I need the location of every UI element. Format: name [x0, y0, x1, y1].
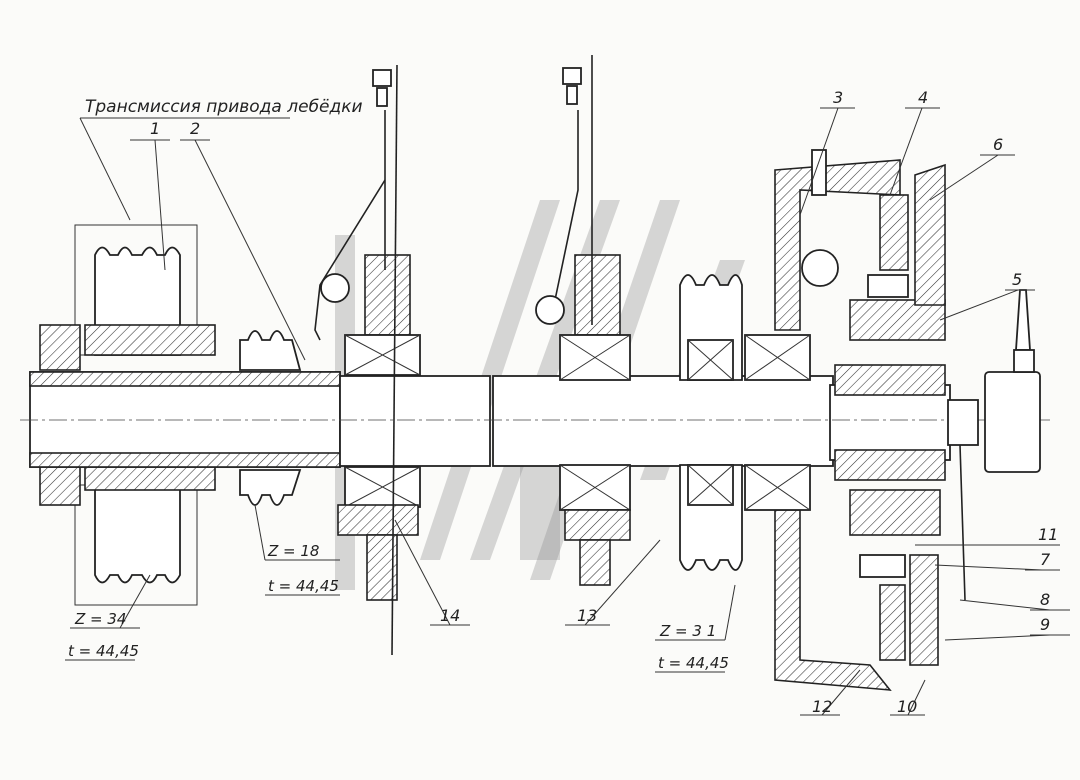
- housing-13-base: [564, 509, 631, 541]
- sprocket-z18-teeth: Z = 18: [267, 542, 319, 560]
- release-rod: [959, 444, 966, 601]
- shaft-left-section: [29, 371, 341, 468]
- grease-fitting-base: [1013, 349, 1035, 373]
- sprocket-z18-pitch: t = 44,45: [268, 577, 339, 595]
- sprocket-z34-pitch: t = 44,45: [68, 642, 139, 660]
- spring-pack-top: [867, 274, 909, 298]
- disc-10: [909, 554, 939, 666]
- callout-2: 2: [190, 119, 200, 138]
- adjust-screw-center: [566, 85, 578, 105]
- drawing-title: Трансмиссия привода лебёдки: [85, 97, 363, 117]
- callout-6: 6: [993, 135, 1003, 154]
- end-cap: [947, 399, 979, 446]
- callout-10: 10: [897, 697, 917, 716]
- clutch-casing-top: [774, 159, 901, 331]
- shaft-sleeve-bottom: [29, 452, 341, 468]
- adjust-nut-center: [562, 67, 582, 85]
- pressure-plate-bottom: [849, 489, 941, 536]
- bearing-housing-13: [535, 55, 631, 586]
- hub-top: [834, 364, 946, 396]
- callout-8: 8: [1040, 590, 1050, 609]
- sprocket-hub-top: [84, 324, 216, 356]
- pressure-plate-5: [849, 299, 946, 341]
- main-shaft: [20, 371, 1050, 468]
- sprocket-z18-top: [239, 330, 302, 371]
- callout-9: 9: [1040, 615, 1050, 634]
- shaft-middle-left: [339, 375, 491, 467]
- clutch-casing-bottom: [774, 509, 892, 691]
- spring-left: [320, 273, 350, 303]
- clutch-spring-3: [801, 249, 839, 287]
- sprocket-z31-pitch: t = 44,45: [658, 654, 729, 672]
- housing-14-top: [364, 254, 411, 336]
- lever-center: [554, 110, 579, 301]
- end-coupling: [984, 371, 1041, 473]
- callout-12: 12: [812, 697, 832, 716]
- housing-13-top: [574, 254, 621, 336]
- hub-bottom: [834, 449, 946, 481]
- clutch-assembly: [744, 149, 1041, 691]
- shaft-sleeve-top: [29, 371, 341, 387]
- grease-fitting: [1015, 289, 1031, 351]
- lever-left: [314, 179, 386, 341]
- callout-1: 1: [150, 119, 160, 138]
- clutch-screw-3: [811, 149, 827, 196]
- bearing-housing-14: [314, 64, 421, 656]
- callout-3: 3: [833, 88, 843, 107]
- sprocket-teeth-bottom: [94, 484, 181, 584]
- callout-14: 14: [440, 606, 460, 625]
- sprocket-z31-teeth: Z = 3 1: [659, 622, 716, 640]
- sprocket-z34-teeth: Z = 34: [74, 610, 126, 628]
- friction-disc-12: [879, 584, 906, 661]
- adjust-screw-left: [376, 87, 388, 107]
- callout-7: 7: [1040, 550, 1051, 569]
- callout-4: 4: [918, 88, 928, 107]
- clutch-cover-6: [914, 163, 946, 306]
- left-bearing-cap-top: [39, 324, 81, 371]
- spring-center: [535, 295, 565, 325]
- shaft-middle-right: [492, 375, 834, 467]
- frame-plate-left: [391, 64, 398, 656]
- callout-13: 13: [577, 606, 597, 625]
- spring-pack-7: [859, 554, 906, 578]
- left-sprocket-z34: [39, 224, 216, 606]
- shaft-right-section: [829, 384, 951, 461]
- housing-14-base: [337, 504, 419, 536]
- leader-lines: [65, 107, 1070, 716]
- sprocket-hub-bottom: [84, 464, 216, 491]
- housing-13-foot: [579, 539, 611, 586]
- middle-sprocket-z18: [239, 330, 302, 506]
- callout-11: 11: [1038, 525, 1058, 544]
- sprocket-z31: [679, 274, 743, 571]
- friction-disc-4: [879, 194, 909, 271]
- sprocket-z18-bottom: [239, 469, 302, 506]
- adjust-nut-left: [372, 69, 392, 87]
- callout-5: 5: [1012, 270, 1022, 289]
